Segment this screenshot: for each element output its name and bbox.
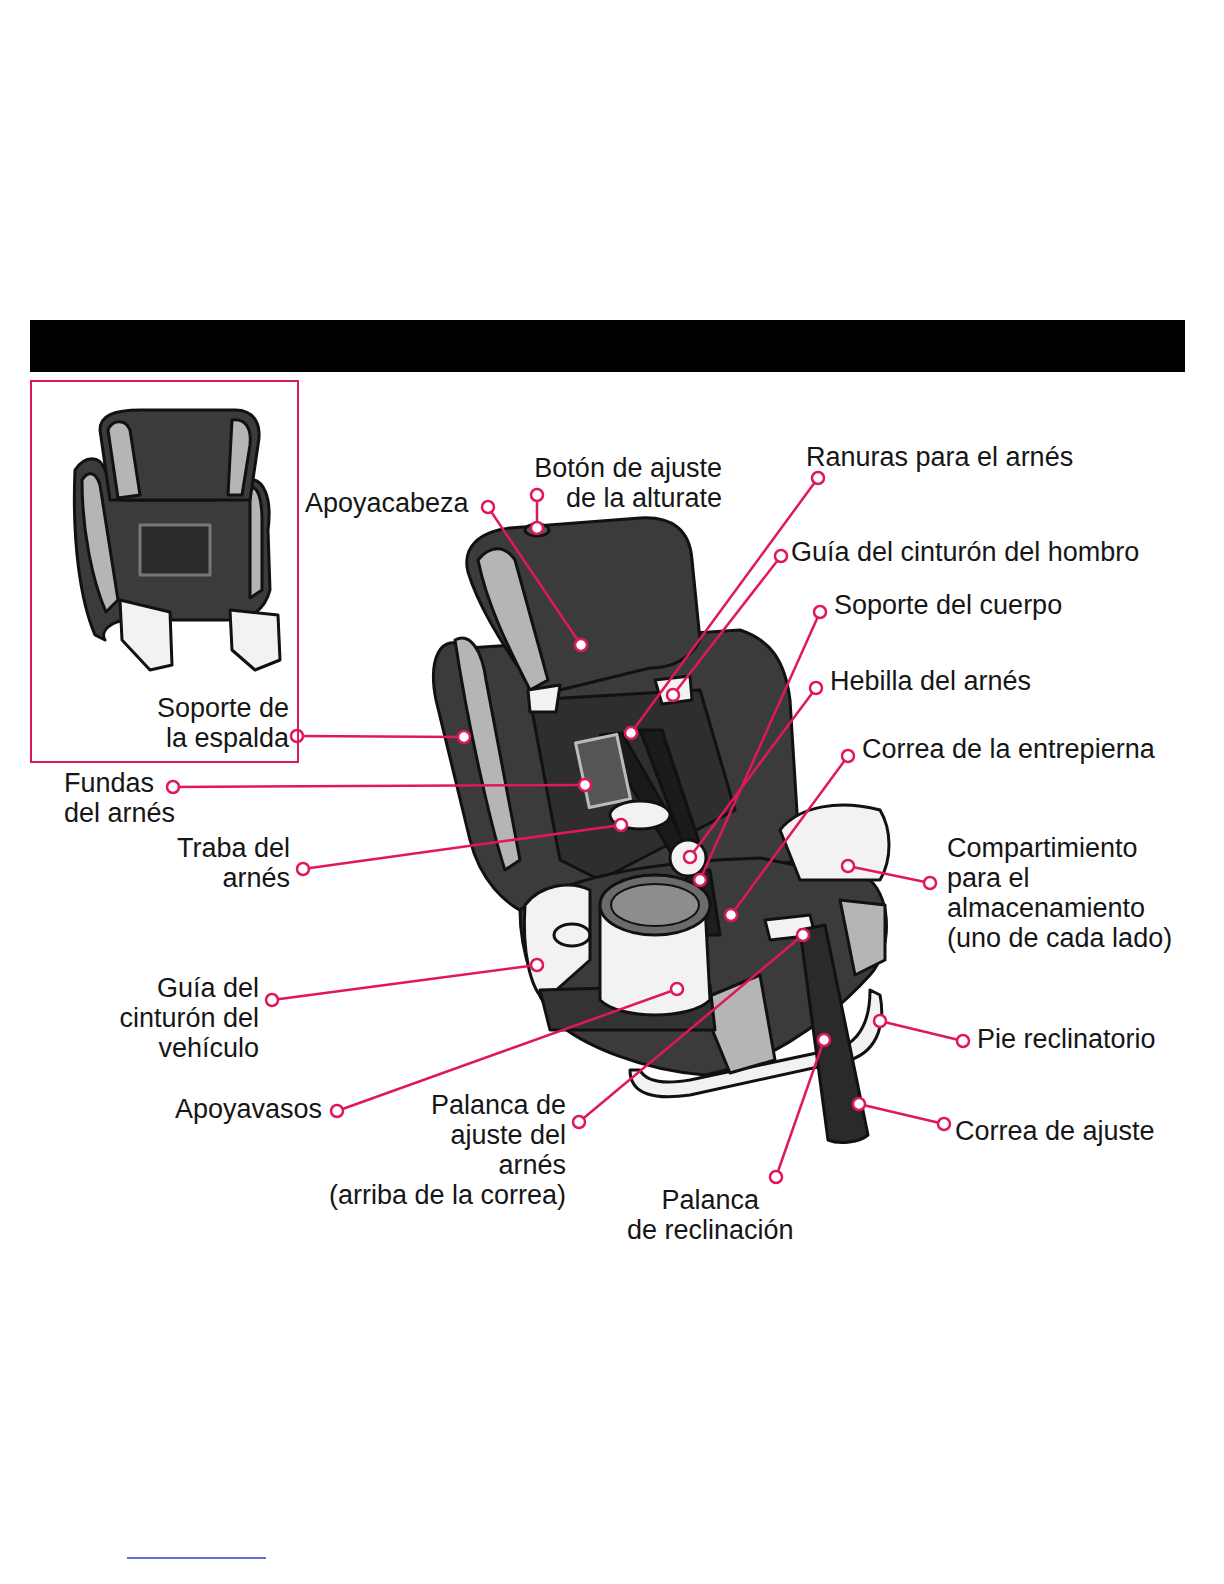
leader-ring	[615, 819, 627, 831]
leader-ring	[531, 959, 543, 971]
leader-line	[690, 688, 816, 857]
leader-ring	[671, 983, 683, 995]
part-label: Hebilla del arnés	[830, 666, 1031, 696]
leader-line	[173, 785, 585, 787]
leader-ring	[531, 489, 543, 501]
leader-line	[272, 965, 537, 1000]
part-label: Fundas del arnés	[64, 768, 175, 828]
leader-line	[880, 1021, 963, 1041]
leader-ring	[297, 863, 309, 875]
leader-ring	[266, 994, 278, 1006]
leader-line	[731, 756, 848, 915]
leader-ring	[842, 750, 854, 762]
leader-line	[303, 825, 621, 869]
leader-line	[631, 478, 818, 733]
leader-line	[859, 1104, 944, 1124]
leader-ring	[810, 682, 822, 694]
leader-ring	[818, 1034, 830, 1046]
leader-ring	[684, 851, 696, 863]
leader-line	[488, 507, 581, 645]
leader-ring	[458, 731, 470, 743]
leader-line	[673, 556, 781, 695]
leader-ring	[874, 1015, 886, 1027]
leader-ring	[291, 730, 303, 742]
leader-ring	[725, 909, 737, 921]
inset-frame: Soporte de la espalda	[30, 380, 299, 763]
header-bar	[30, 320, 1185, 372]
part-label: Traba del arnés	[177, 833, 290, 893]
leader-line	[700, 612, 820, 880]
leader-ring	[331, 1105, 343, 1117]
part-label: Compartimiento para el almacenamiento (u…	[947, 833, 1172, 953]
leader-ring	[167, 781, 179, 793]
leader-line	[776, 1040, 824, 1177]
leader-ring	[853, 1098, 865, 1110]
part-label: Correa de la entrepierna	[862, 734, 1155, 764]
leader-ring	[770, 1171, 782, 1183]
leader-ring	[938, 1118, 950, 1130]
part-label: Apoyacabeza	[305, 488, 469, 518]
leader-ring	[482, 501, 494, 513]
leader-ring	[814, 606, 826, 618]
part-label: Botón de ajuste de la alturate	[534, 453, 722, 513]
part-label: Correa de ajuste	[955, 1116, 1155, 1146]
part-label: Guía del cinturón del hombro	[791, 537, 1139, 567]
leader-ring	[531, 522, 543, 534]
leader-ring	[694, 874, 706, 886]
part-label: Apoyavasos	[175, 1094, 322, 1124]
link-underline	[127, 1557, 266, 1559]
part-label: Ranuras para el arnés	[806, 442, 1073, 472]
part-label: Palanca de ajuste del arnés (arriba de l…	[329, 1090, 566, 1210]
leader-ring	[667, 689, 679, 701]
leader-ring	[797, 929, 809, 941]
leader-ring	[579, 779, 591, 791]
booster-inset-drawing	[74, 410, 280, 670]
part-label: Guía del cinturón del vehículo	[119, 973, 259, 1063]
leader-line	[297, 736, 464, 737]
leader-ring	[575, 639, 587, 651]
leader-line	[848, 866, 930, 883]
part-label: Soporte de la espalda	[157, 693, 289, 753]
leader-ring	[573, 1116, 585, 1128]
leader-line	[579, 935, 803, 1122]
leader-ring	[625, 727, 637, 739]
leader-ring	[775, 550, 787, 562]
part-label: Palanca de reclinación	[627, 1185, 794, 1245]
leader-ring	[842, 860, 854, 872]
leader-ring	[812, 472, 824, 484]
leader-ring	[924, 877, 936, 889]
leader-ring	[957, 1035, 969, 1047]
part-label: Pie reclinatorio	[977, 1024, 1156, 1054]
part-label: Soporte del cuerpo	[834, 590, 1062, 620]
